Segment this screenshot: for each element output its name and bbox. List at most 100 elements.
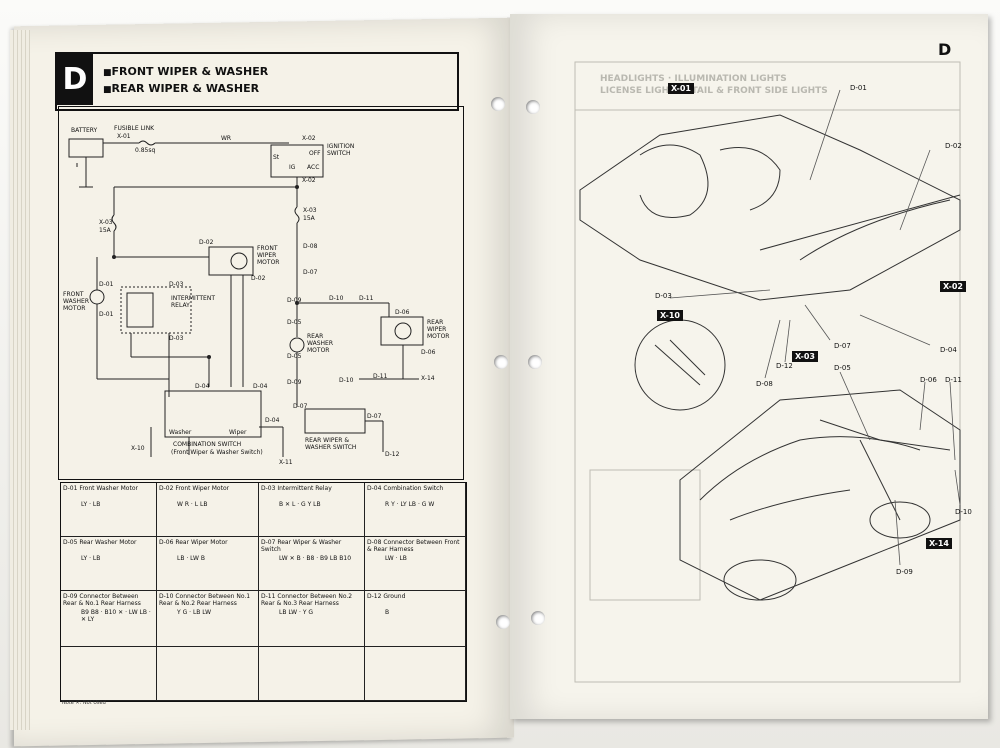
connector-title: D-11 Connector Between No.2 Rear & No.3 …	[261, 593, 353, 607]
connector-table: D-01 Front Washer Motor LY · LB D-02 Front…	[60, 482, 467, 702]
section-titles: FRONT WIPER & WASHER REAR WIPER & WASHER	[103, 64, 269, 98]
connector-cell: D-07 Rear Wiper & Washer Switch LW ✕ B · …	[259, 537, 365, 591]
label-d05b: D-05	[287, 353, 302, 360]
label-rear-wiper-motor: REAR WIPER MOTOR	[427, 319, 450, 340]
connector-title: D-10 Connector Between No.1 Rear & No.2 …	[159, 593, 251, 607]
connector-cell: D-03 Intermittent Relay B ✕ L · G Y LB	[259, 483, 365, 537]
label-d10a: D-10	[329, 295, 344, 302]
connector-title: D-01 Front Washer Motor	[63, 485, 138, 492]
label-d07: D-07	[303, 269, 318, 276]
connector-title: D-03 Intermittent Relay	[261, 485, 332, 492]
connector-cell: D-01 Front Washer Motor LY · LB	[61, 483, 157, 537]
connector-pins: B	[385, 609, 390, 616]
connector-title: D-05 Rear Washer Motor	[63, 539, 137, 546]
label-fuse15a-a: 15A	[99, 227, 111, 234]
label-d04b: D-04	[253, 383, 268, 390]
label-d09b: D-09	[287, 379, 302, 386]
label-d08: D-08	[303, 243, 318, 250]
schematic-lines	[68, 138, 424, 457]
connector-title: D-02 Front Wiper Motor	[159, 485, 230, 492]
connector-pins: LW · LB	[385, 555, 407, 562]
label-x01: X-01	[117, 133, 131, 140]
label-rear-washer-motor: REAR WASHER MOTOR	[307, 333, 333, 354]
connector-pins: LY · LB	[81, 501, 101, 508]
connector-cell: D-04 Combination Switch R Y · LY LB · G W	[365, 483, 466, 537]
label-fusible-size: 0.85sq	[135, 147, 156, 154]
connector-pins: B ✕ L · G Y LB	[279, 501, 321, 508]
connector-pins: B9 B8 · B10 ✕ · LW LB · ✕ LY	[81, 609, 151, 623]
label-d05: D-05	[287, 319, 302, 326]
callout-d04: D-04	[940, 346, 957, 354]
connector-pins: R Y · LY LB · G W	[385, 501, 435, 508]
label-combination-switch: COMBINATION SWITCH	[173, 441, 242, 448]
connector-pins: LB · LW B	[177, 555, 205, 562]
label-d02: D-02	[199, 239, 214, 246]
callout-d12: D-12	[776, 362, 793, 370]
label-front-wiper-motor: FRONT WIPER MOTOR	[257, 245, 280, 266]
callout-d06: D-06	[920, 376, 937, 384]
label-x03b: X-03	[303, 207, 317, 214]
label-acc: ACC	[307, 164, 320, 171]
label-washer: Washer	[169, 429, 192, 436]
label-battery: BATTERY	[71, 127, 98, 134]
tag-x14: X-14	[926, 538, 952, 549]
not-used-note: Note ✕: Not Used	[62, 700, 106, 706]
label-d10b: D-10	[339, 377, 354, 384]
callout-d03: D-03	[655, 292, 672, 300]
ghost-title-1: HEADLIGHTS · ILLUMINATION LIGHTS	[600, 74, 787, 84]
tag-x03: X-03	[792, 351, 818, 362]
label-fuse15a-b: 15A	[303, 215, 315, 222]
label-ignition-switch: IGNITION SWITCH	[327, 143, 355, 157]
label-st: St	[273, 154, 280, 161]
label-wr: WR	[221, 135, 232, 142]
connector-cell: D-02 Front Wiper Motor W R · L LB	[157, 483, 259, 537]
connector-title: D-09 Connector Between Rear & No.1 Rear …	[63, 593, 141, 607]
binder-hole-5	[496, 615, 510, 629]
label-d01b: D-01	[99, 311, 114, 318]
label-rear-wiper-washer-switch: REAR WIPER & WASHER SWITCH	[305, 437, 357, 451]
label-d03b: D-03	[169, 335, 184, 342]
label-d07c: D-07	[367, 413, 382, 420]
label-x14: X-14	[421, 375, 435, 382]
label-x10: X-10	[131, 445, 145, 452]
binder-hole-1	[491, 97, 505, 111]
tag-x10: X-10	[657, 310, 683, 321]
callout-d02: D-02	[945, 142, 962, 150]
title-rear: REAR WIPER & WASHER	[103, 81, 268, 98]
label-d02b: D-02	[251, 275, 266, 282]
binder-hole-6	[531, 611, 545, 625]
connector-cell: D-09 Connector Between Rear & No.1 Rear …	[61, 591, 157, 647]
label-x02b: X-02	[302, 177, 316, 184]
tag-x01: X-01	[668, 83, 694, 94]
label-d06: D-06	[395, 309, 410, 316]
page-stack-edge	[10, 30, 30, 730]
connector-cell: D-10 Connector Between No.1 Rear & No.2 …	[157, 591, 259, 647]
connector-pins: LW ✕ B · B8 · B9 LB B10	[279, 555, 352, 562]
callout-d05: D-05	[834, 364, 851, 372]
label-combination-sub: (Front Wiper & Washer Switch)	[171, 449, 263, 456]
connector-cell	[61, 647, 157, 701]
connector-pins: W R · L LB	[177, 501, 208, 508]
label-intermittent-relay: INTERMITTENT RELAY	[171, 295, 215, 309]
wiring-schematic: BATTERY FUSIBLE LINK X-01 0.85sq WR X-02…	[58, 106, 464, 480]
connector-pins: LB LW · Y G	[279, 609, 314, 616]
label-d03: D-03	[169, 281, 184, 288]
connector-cell	[365, 647, 466, 701]
connector-cell: D-08 Connector Between Front & Rear Harn…	[365, 537, 466, 591]
label-d01: D-01	[99, 281, 114, 288]
connector-title: D-04 Combination Switch	[367, 485, 444, 492]
connector-cell: D-11 Connector Between No.2 Rear & No.3 …	[259, 591, 365, 647]
label-x11: X-11	[279, 459, 293, 466]
connector-title: D-07 Rear Wiper & Washer Switch	[261, 539, 342, 553]
right-section-letter: D	[938, 40, 952, 59]
connector-cell	[157, 647, 259, 701]
callout-d09: D-09	[896, 568, 913, 576]
callout-d08: D-08	[756, 380, 773, 388]
label-d11a: D-11	[359, 295, 374, 302]
callout-d07: D-07	[834, 342, 851, 350]
binder-hole-2	[526, 100, 540, 114]
label-wiper: Wiper	[229, 429, 247, 436]
